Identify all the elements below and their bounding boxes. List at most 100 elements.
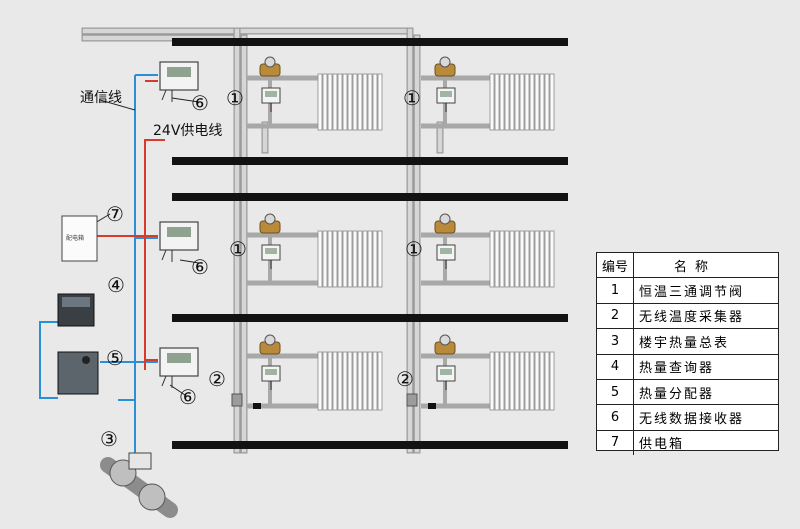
floor-slabs <box>172 38 568 449</box>
radiator-fin <box>539 230 545 288</box>
radiator-fin <box>347 351 353 411</box>
radiator-fin <box>317 351 323 411</box>
valve-head-icon <box>264 56 276 68</box>
temp-sensor-icon <box>428 403 436 409</box>
power-line-main <box>144 139 165 370</box>
radiator-fin <box>332 73 338 131</box>
marker-temp-collector-2: ② <box>396 367 414 391</box>
legend-name: 楼宇热量总表 <box>639 335 730 351</box>
receiver-antenna <box>161 249 167 261</box>
radiator-fin <box>317 230 323 288</box>
radiator-fin <box>494 230 500 288</box>
radiator-fin <box>362 351 368 411</box>
radiator-fin <box>534 351 540 411</box>
radiator-fin <box>372 351 378 411</box>
wireless-receiver-icon <box>159 61 199 102</box>
radiator-fin <box>519 351 525 411</box>
radiator-fin <box>377 73 383 131</box>
radiator-fin <box>549 351 555 411</box>
radiator-fin <box>514 73 520 131</box>
marker-valve-2: ① <box>403 86 421 110</box>
marker-receiver-2: ⑥ <box>191 255 209 279</box>
radiator-fin <box>352 351 358 411</box>
radiator-fin <box>347 73 353 131</box>
radiator-fin <box>544 351 550 411</box>
radiator-fin <box>322 73 328 131</box>
radiator-fin <box>544 73 550 131</box>
radiator-fin <box>499 351 505 411</box>
pipe-network <box>81 27 444 454</box>
radiator-fin <box>489 230 495 288</box>
radiator-fin <box>534 73 540 131</box>
radiator-fin <box>362 230 368 288</box>
radiator-fin <box>357 351 363 411</box>
legend-no: 3 <box>597 329 634 354</box>
receiver-antenna <box>161 89 167 101</box>
radiator-fin <box>539 351 545 411</box>
callout-leader <box>179 259 200 264</box>
legend-name: 恒温三通调节阀 <box>639 285 745 301</box>
radiator-fin <box>534 230 540 288</box>
valve-head-icon <box>439 213 451 225</box>
radiator-fin <box>504 351 510 411</box>
valve-head-icon <box>439 334 451 346</box>
legend-no: 2 <box>597 303 634 329</box>
temp-collector-icon <box>231 393 243 407</box>
radiator-fin <box>499 230 505 288</box>
radiator-fin <box>524 351 530 411</box>
radiator-fin <box>322 230 328 288</box>
radiator-fin <box>509 73 515 131</box>
legend-header-name: 名称 <box>674 259 717 275</box>
heat-distributor-knob <box>82 356 90 364</box>
radiator-fin <box>362 73 368 131</box>
valve-head-icon <box>264 213 276 225</box>
heat-meter-flange-icon <box>138 483 166 511</box>
radiator-fin <box>337 230 343 288</box>
radiator-fin <box>342 351 348 411</box>
radiator-fin <box>509 230 515 288</box>
devices <box>57 61 199 518</box>
radiator-fin <box>342 73 348 131</box>
radiator-fin <box>509 351 515 411</box>
radiator-fin <box>494 351 500 411</box>
radiator-fin <box>332 351 338 411</box>
floor-slab-5 <box>172 441 568 449</box>
marker-heat-distributor: ⑤ <box>106 346 124 370</box>
radiator-unit <box>246 213 383 288</box>
controller-screen <box>440 248 452 254</box>
radiator-fin <box>504 230 510 288</box>
radiator-fin <box>367 73 373 131</box>
radiator-fin <box>524 73 530 131</box>
marker-heat-query: ④ <box>107 273 125 297</box>
callout-leader <box>99 99 136 111</box>
radiator-fin <box>529 351 535 411</box>
marker-power-box: ⑦ <box>106 202 124 226</box>
radiator-fin <box>519 230 525 288</box>
marker-valve-3: ① <box>229 237 247 261</box>
receiver-screen <box>167 67 191 77</box>
radiator-unit <box>246 56 383 131</box>
radiator-fin <box>519 73 525 131</box>
receiver-body <box>159 347 199 377</box>
radiator-fin <box>549 230 555 288</box>
controller-screen <box>440 91 452 97</box>
radiator-units <box>231 56 555 411</box>
floor-slab-2 <box>172 157 568 165</box>
radiator-fin <box>544 230 550 288</box>
marker-valve-1: ① <box>226 86 244 110</box>
radiator-fin <box>377 351 383 411</box>
radiator-unit <box>406 334 555 411</box>
legend-no: 5 <box>597 379 634 405</box>
comm-line-query <box>39 321 58 358</box>
controller-screen <box>265 248 277 254</box>
radiator-fin <box>529 230 535 288</box>
receiver-antenna <box>161 375 167 387</box>
legend-header: 编号 名称 <box>597 253 778 278</box>
radiator-fin <box>342 230 348 288</box>
radiator-fin <box>357 73 363 131</box>
receiver-screen <box>167 353 191 363</box>
